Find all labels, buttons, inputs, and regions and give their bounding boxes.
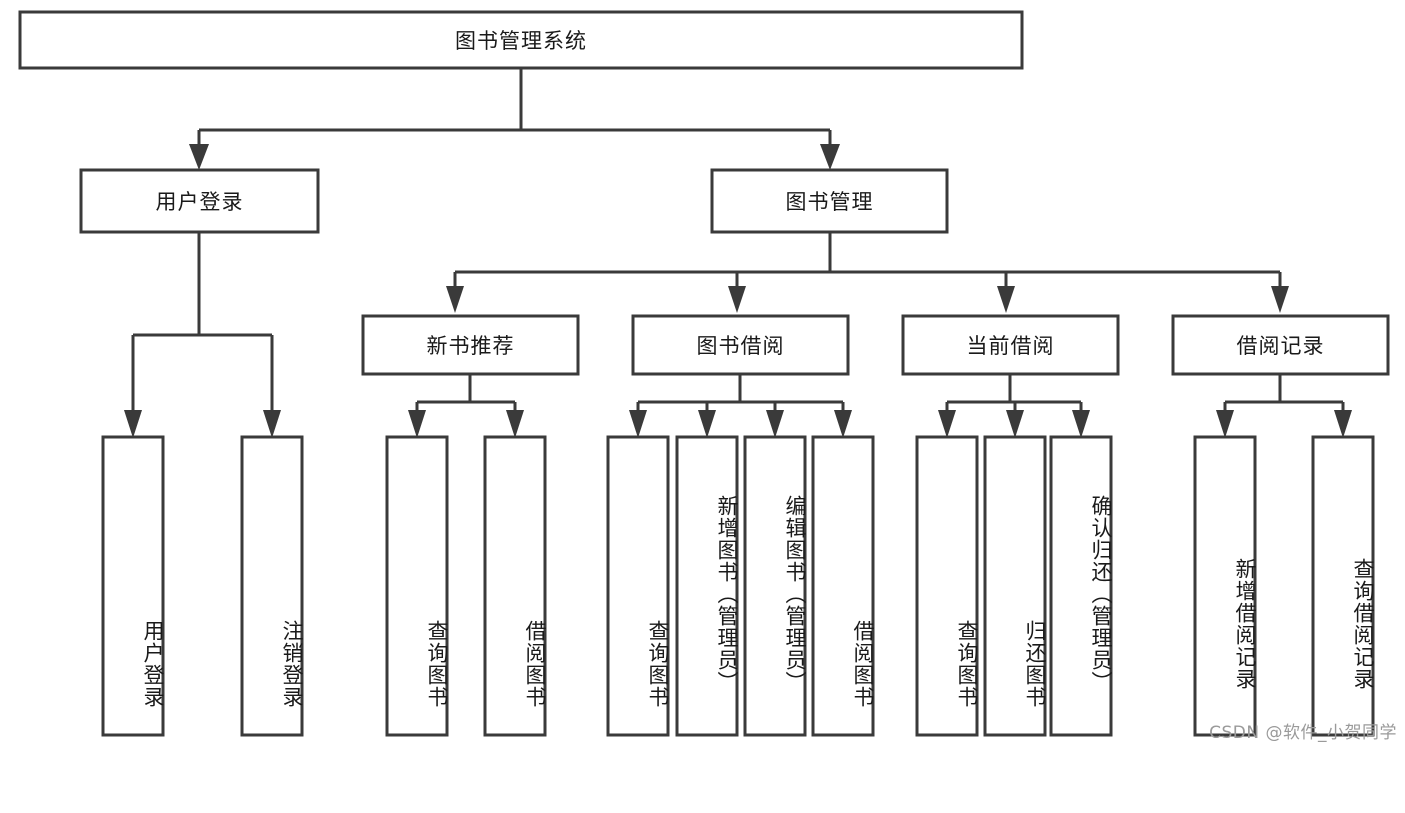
node-box-leaf-newbook-1[interactable] — [483, 435, 547, 737]
node-box-leaf-bookborrow-2[interactable] — [743, 435, 807, 737]
arrow-head-level2-3 — [1271, 286, 1289, 313]
node-box-leaf-currentborrow-1[interactable] — [983, 435, 1047, 737]
arrow-head-bookborrow-1 — [698, 410, 716, 438]
arrow-head-level1-1 — [820, 144, 840, 170]
arrow-head-borrowrecord-0 — [1216, 410, 1234, 438]
arrow-head-newbook-0 — [408, 410, 426, 438]
node-box-book-borrow[interactable] — [631, 314, 850, 376]
node-box-leaf-bookborrow-0[interactable] — [606, 435, 670, 737]
node-box-leaf-user-login-1[interactable] — [240, 435, 304, 737]
node-box-leaf-currentborrow-2[interactable] — [1049, 435, 1113, 737]
arrow-head-userlogin-0 — [124, 410, 142, 438]
arrow-head-borrowrecord-1 — [1334, 410, 1352, 438]
arrow-head-currentborrow-2 — [1072, 410, 1090, 438]
diagram-canvas: 图书管理系统 用户登录 图书管理 新书推荐 图书借阅 当前借阅 借阅记录 用户登… — [18, 10, 1397, 743]
node-box-user-login[interactable] — [79, 168, 320, 234]
arrow-head-level2-0 — [446, 286, 464, 313]
arrow-head-bookborrow-0 — [629, 410, 647, 438]
arrow-head-level2-1 — [728, 286, 746, 313]
arrow-head-level1-0 — [189, 144, 209, 170]
arrow-head-currentborrow-0 — [938, 410, 956, 438]
node-box-leaf-newbook-0[interactable] — [385, 435, 449, 737]
node-box-leaf-borrowrecord-1[interactable] — [1311, 435, 1375, 737]
arrow-head-bookborrow-2 — [766, 410, 784, 438]
node-box-root[interactable] — [18, 10, 1024, 70]
diagram-svg — [18, 10, 1390, 737]
arrow-head-newbook-1 — [506, 410, 524, 438]
node-box-new-book-recommend[interactable] — [361, 314, 580, 376]
arrow-head-currentborrow-1 — [1006, 410, 1024, 438]
arrow-head-bookborrow-3 — [834, 410, 852, 438]
arrow-head-userlogin-1 — [263, 410, 281, 438]
node-box-leaf-bookborrow-1[interactable] — [675, 435, 739, 737]
node-box-book-manage[interactable] — [710, 168, 949, 234]
node-box-leaf-currentborrow-0[interactable] — [915, 435, 979, 737]
node-box-leaf-borrowrecord-0[interactable] — [1193, 435, 1257, 737]
node-box-borrow-record[interactable] — [1171, 314, 1390, 376]
node-box-current-borrow[interactable] — [901, 314, 1120, 376]
node-box-leaf-user-login-0[interactable] — [101, 435, 165, 737]
node-box-leaf-bookborrow-3[interactable] — [811, 435, 875, 737]
arrow-head-level2-2 — [997, 286, 1015, 313]
